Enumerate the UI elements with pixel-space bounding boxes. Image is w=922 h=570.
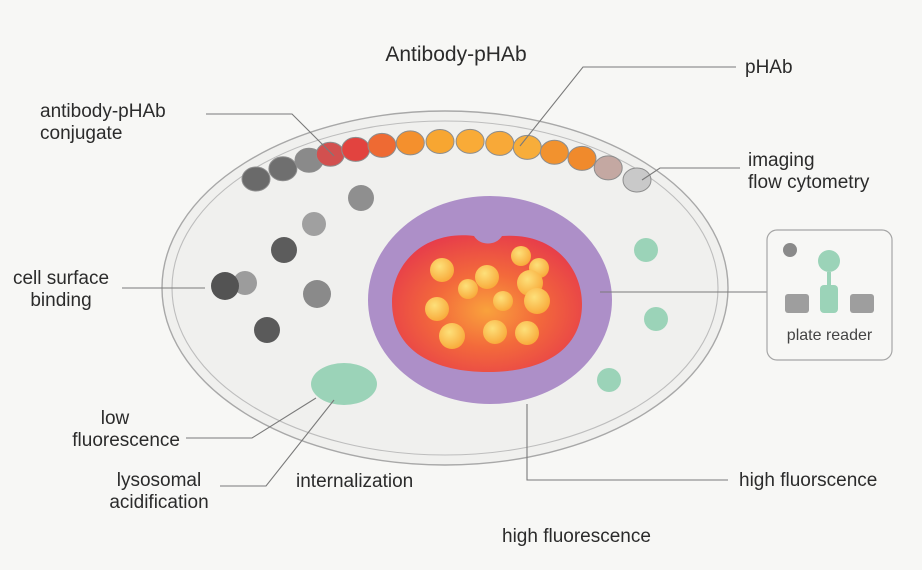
- label-high-fluorescence: high fluorescence: [502, 526, 651, 547]
- label-binding-line2: binding: [30, 290, 92, 311]
- label-lysosomal-line2: acidification: [109, 492, 209, 513]
- leader-lines: [122, 66, 776, 487]
- label-phab: pHAb: [745, 57, 793, 78]
- conjugate-bead-chain: [241, 128, 652, 193]
- label-low-line1: low: [100, 408, 130, 429]
- diagram-title: Antibody-pHAb: [385, 43, 527, 66]
- conjugate-bead: [315, 141, 345, 167]
- label-cell-surface-binding: cell surface binding: [0, 268, 122, 312]
- label-low-fluorescence: low fluorescence: [40, 408, 180, 452]
- label-lysosomal-line1: lysosomal: [116, 470, 202, 491]
- label-antibody-phab-conjugate: antibody-pHAb conjugate: [40, 101, 166, 145]
- conjugate-bead: [539, 139, 569, 165]
- conjugate-bead: [395, 130, 425, 156]
- conjugate-bead: [268, 156, 298, 182]
- label-internalization: internalization: [296, 471, 414, 492]
- conjugate-bead: [567, 145, 597, 171]
- conjugate-bead: [425, 129, 455, 154]
- label-imaging-flow-cytometry: imaging flow cytometry: [748, 150, 869, 194]
- conjugate-bead: [367, 132, 397, 158]
- conjugate-bead: [341, 136, 371, 162]
- lysosome-core: [392, 235, 582, 372]
- label-plate-reader: plate reader: [786, 327, 873, 344]
- plate-reader-icon: [785, 250, 874, 313]
- conjugate-bead: [241, 166, 271, 192]
- label-conjugate-line2: conjugate: [40, 123, 123, 144]
- low-fluorescence-vesicles: [311, 238, 668, 405]
- plate-reader-inset: [766, 229, 893, 361]
- label-low-line2: fluorescence: [72, 430, 180, 451]
- conjugate-bead: [622, 167, 652, 193]
- label-imaging-line1: imaging: [748, 150, 815, 171]
- label-conjugate-line1: antibody-pHAb: [40, 101, 166, 122]
- label-high-fluorscence: high fluorscence: [739, 470, 878, 491]
- label-lysosomal-acidification: lysosomal acidification: [96, 470, 222, 514]
- bound-antibody-dots: [211, 185, 374, 343]
- conjugate-bead: [485, 130, 515, 156]
- label-binding-line1: cell surface: [12, 268, 110, 289]
- conjugate-bead: [455, 128, 485, 154]
- lysosome-fluorescent-dots: [425, 246, 550, 349]
- conjugate-bead: [512, 134, 542, 160]
- conjugate-bead: [593, 155, 623, 181]
- label-imaging-line2: flow cytometry: [748, 172, 870, 193]
